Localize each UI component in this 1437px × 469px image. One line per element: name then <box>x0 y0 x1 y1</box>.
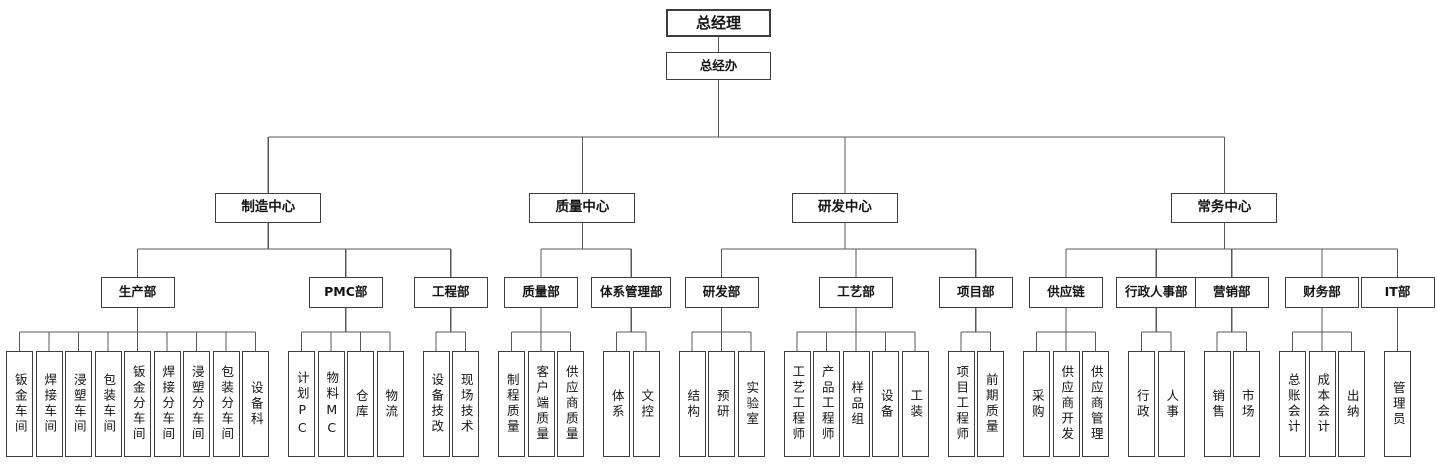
center-node: 质量中心 <box>529 193 636 223</box>
unit-node: 销售 <box>1203 351 1231 457</box>
unit-node: 人事 <box>1157 351 1185 457</box>
unit-node: 预研 <box>708 351 735 457</box>
unit-node: 钣金车间 <box>6 351 33 457</box>
department-node: 研发部 <box>684 277 759 308</box>
unit-node: 样品组 <box>842 351 870 457</box>
department-node: 体系管理部 <box>591 277 672 308</box>
unit-node: 焊接分车间 <box>153 351 181 457</box>
unit-node: 焊接车间 <box>35 351 63 457</box>
unit-node: 管理员 <box>1384 351 1411 457</box>
unit-node: 设备科 <box>242 351 269 457</box>
unit-node: 物流 <box>376 351 404 457</box>
unit-node: 设备 <box>872 351 899 457</box>
center-node: 常务中心 <box>1171 193 1278 223</box>
department-node: 工艺部 <box>819 277 893 308</box>
unit-node: 前期质量 <box>977 351 1004 457</box>
department-node: IT部 <box>1360 277 1435 308</box>
unit-node: 工艺工程师 <box>783 351 811 457</box>
unit-node: 产品工程师 <box>813 351 840 457</box>
unit-node: 实验室 <box>737 351 765 457</box>
department-node: 行政人事部 <box>1116 277 1197 308</box>
department-node: 质量部 <box>504 277 578 308</box>
office-node-gm-office: 总经办 <box>666 52 771 80</box>
unit-node: 包装分车间 <box>212 351 240 457</box>
department-node: 项目部 <box>938 277 1013 308</box>
unit-node: 现场技术 <box>452 351 479 457</box>
unit-node: 物料MC <box>317 351 345 457</box>
unit-node: 采购 <box>1023 351 1050 457</box>
unit-node: 包装车间 <box>94 351 122 457</box>
unit-node: 浸塑分车间 <box>183 351 210 457</box>
unit-node: 成本会计 <box>1308 351 1336 457</box>
unit-node: 浸塑车间 <box>65 351 92 457</box>
unit-node: 制程质量 <box>498 351 525 457</box>
department-node: 工程部 <box>413 277 488 308</box>
unit-node: 计划PC <box>288 351 315 457</box>
root-node-general-manager: 总经理 <box>666 9 771 37</box>
unit-node: 出纳 <box>1338 351 1365 457</box>
unit-node: 项目工程师 <box>947 351 975 457</box>
unit-node: 文控 <box>632 351 660 457</box>
department-node: PMC部 <box>308 277 383 308</box>
unit-node: 工装 <box>901 351 929 457</box>
unit-node: 行政 <box>1128 351 1155 457</box>
department-node: 生产部 <box>100 277 175 308</box>
unit-node: 供应商质量 <box>557 351 584 457</box>
unit-node: 客户端质量 <box>527 351 555 457</box>
unit-node: 钣金分车间 <box>124 351 151 457</box>
unit-node: 市场 <box>1233 351 1260 457</box>
unit-node: 仓库 <box>347 351 374 457</box>
center-node: 制造中心 <box>215 193 322 223</box>
unit-node: 设备技改 <box>422 351 450 457</box>
unit-node: 供应商管理 <box>1082 351 1109 457</box>
department-node: 营销部 <box>1194 277 1269 308</box>
department-node: 财务部 <box>1285 277 1359 308</box>
unit-node: 结构 <box>678 351 706 457</box>
unit-node: 供应商开发 <box>1052 351 1080 457</box>
unit-node: 体系 <box>603 351 630 457</box>
department-node: 供应链 <box>1029 277 1103 308</box>
center-node: 研发中心 <box>791 193 898 223</box>
unit-node: 总账会计 <box>1279 351 1306 457</box>
